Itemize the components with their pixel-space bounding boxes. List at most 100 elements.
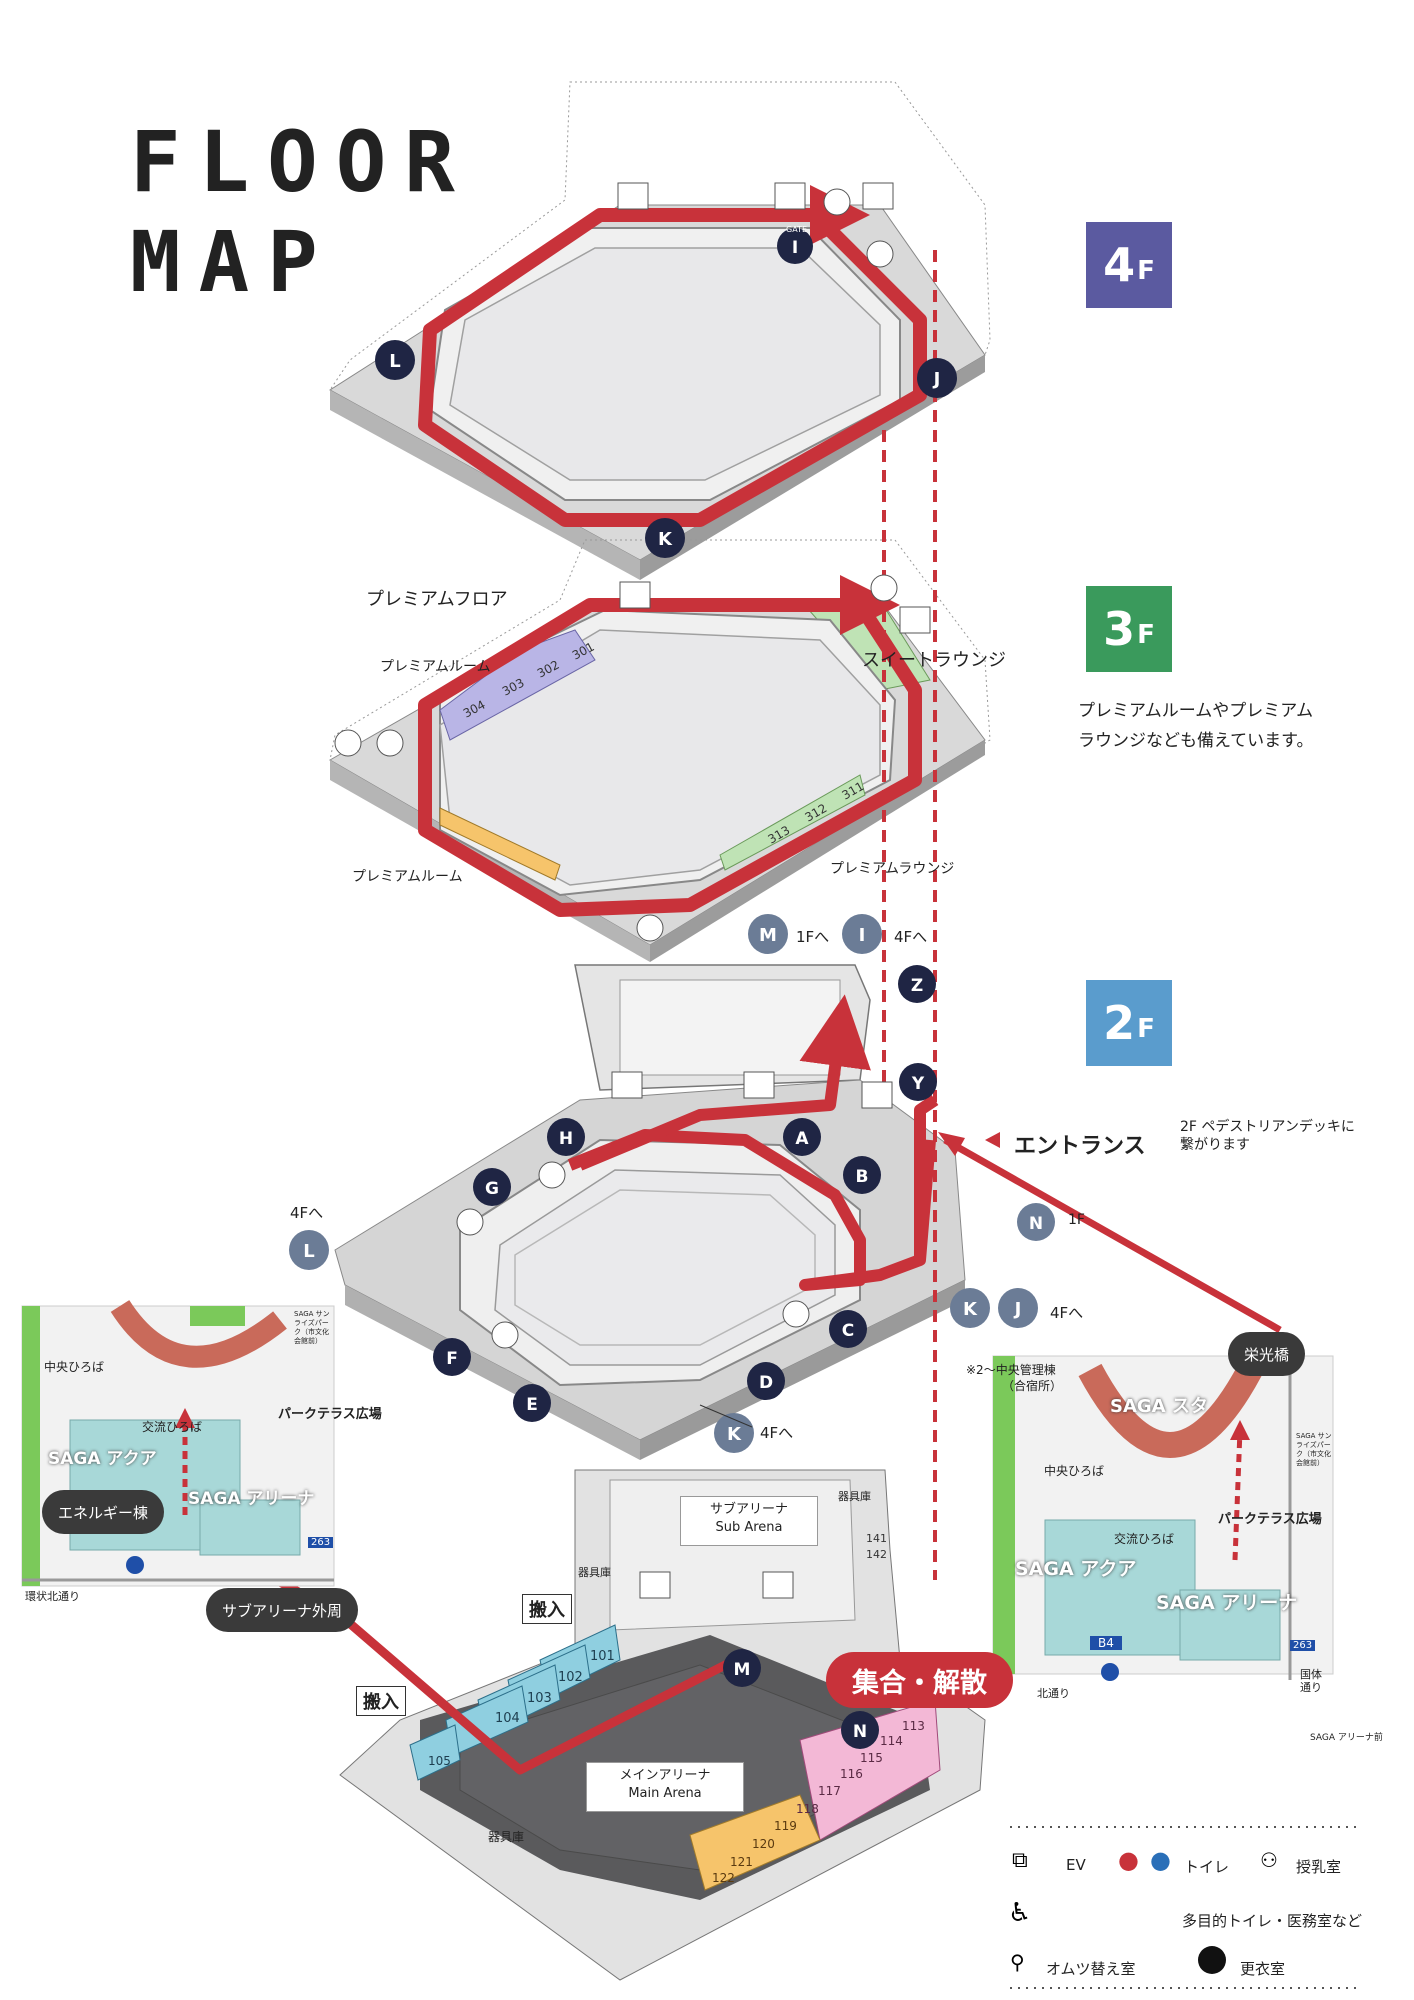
seat-101: 101 bbox=[590, 1649, 615, 1664]
changing-room-icon bbox=[1198, 1946, 1226, 1974]
nursing-icon: ⚇ bbox=[1260, 1848, 1278, 1872]
jump-gate-l[interactable]: L bbox=[289, 1230, 329, 1270]
gate-k-4f-letter: K bbox=[658, 529, 673, 550]
legend-multi-toilet: 多目的トイレ・医務室など bbox=[1182, 1912, 1363, 1930]
gate-d-letter: D bbox=[759, 1373, 773, 1393]
gate-n-2f[interactable]: N bbox=[1017, 1203, 1055, 1241]
label-storage-bottom: 器具庫 bbox=[488, 1830, 525, 1844]
label-n-1f: 1F bbox=[1068, 1212, 1085, 1228]
legend-ev: EV bbox=[1066, 1856, 1086, 1874]
jump-gate-m[interactable]: M bbox=[748, 914, 788, 954]
jump-gate-k-bottom[interactable]: K bbox=[714, 1413, 754, 1453]
floor-2f-plan bbox=[334, 964, 966, 1460]
gate-i-4f-letter: I bbox=[792, 238, 798, 258]
jump-gate-l-letter: L bbox=[303, 1241, 314, 1262]
gate-n-1f[interactable]: N bbox=[841, 1711, 879, 1749]
gate-a[interactable]: A bbox=[783, 1118, 821, 1156]
gate-c-letter: C bbox=[842, 1321, 854, 1341]
gate-d[interactable]: D bbox=[747, 1362, 785, 1400]
gate-z-letter: Z bbox=[911, 976, 923, 996]
seat-117: 117 bbox=[818, 1784, 841, 1798]
mml-saga-arena: SAGA アリーナ bbox=[188, 1489, 315, 1509]
gate-e[interactable]: E bbox=[513, 1384, 551, 1422]
seat-119: 119 bbox=[774, 1819, 797, 1833]
label-to-4f-top: 4Fへ bbox=[894, 928, 928, 946]
legend-nursing: 授乳室 bbox=[1296, 1858, 1342, 1876]
diaper-icon: ⚲ bbox=[1010, 1950, 1025, 1974]
label-entrance: エントランス bbox=[1014, 1134, 1146, 1159]
gate-f[interactable]: F bbox=[433, 1338, 471, 1376]
seat-121: 121 bbox=[730, 1855, 753, 1869]
toilet-male-icon: ● bbox=[1150, 1846, 1171, 1874]
mmr-road-1: 北通り bbox=[1037, 1687, 1070, 1700]
gate-c[interactable]: C bbox=[829, 1310, 867, 1348]
mml-exchange-square: 交流ひろば bbox=[142, 1420, 203, 1434]
mmr-sunrise-park: SAGA サンライズパーク（市文化会館前） bbox=[1296, 1432, 1332, 1467]
jump-gate-j-right[interactable]: J bbox=[998, 1288, 1038, 1328]
seat-105: 105 bbox=[428, 1754, 451, 1768]
main-arena-en: Main Arena bbox=[628, 1786, 702, 1801]
legend-diaper: オムツ替え室 bbox=[1046, 1960, 1136, 1978]
gate-e-letter: E bbox=[526, 1395, 538, 1415]
label-loading-1: 搬入 bbox=[522, 1594, 572, 1624]
legend-toilet: トイレ bbox=[1184, 1858, 1230, 1876]
gate-b[interactable]: B bbox=[843, 1156, 881, 1194]
gate-y-letter: Y bbox=[911, 1074, 925, 1094]
seat-103: 103 bbox=[527, 1691, 552, 1706]
sub-arena-jp: サブアリーナ bbox=[709, 1502, 788, 1517]
label-to-4f-right: 4Fへ bbox=[1050, 1304, 1084, 1322]
gate-l-4f-letter: L bbox=[389, 351, 400, 372]
rally-point-badge: 集合・解散 bbox=[826, 1652, 1013, 1708]
mml-park-terrace: パークテラス広場 bbox=[278, 1407, 382, 1422]
gate-z[interactable]: Z bbox=[898, 965, 936, 1003]
mmr-route-no: 263 bbox=[1290, 1640, 1316, 1651]
deck-note-line1: 2F ペデストリアンデッキに bbox=[1180, 1119, 1355, 1135]
mmr-exchange-square: 交流ひろば bbox=[1114, 1532, 1175, 1546]
gate-y[interactable]: Y bbox=[899, 1063, 937, 1101]
jump-gate-k-right-letter: K bbox=[963, 1299, 978, 1320]
label-loading-2: 搬入 bbox=[356, 1686, 406, 1716]
floor-badge-2f-suffix: F bbox=[1137, 1014, 1155, 1044]
jump-gate-i[interactable]: I bbox=[842, 914, 882, 954]
pill-sub-arena-route: サブアリーナ外周 bbox=[206, 1588, 359, 1632]
label-suite-lounge: スイートラウンジ bbox=[862, 650, 1006, 671]
gate-k-4f[interactable]: K bbox=[645, 518, 685, 558]
deck-note-line2: 繋がります bbox=[1180, 1137, 1250, 1153]
jump-gate-k-bottom-letter: K bbox=[727, 1424, 742, 1445]
title-line-floor: FLOOR bbox=[130, 113, 473, 211]
seat-141: 141 bbox=[866, 1532, 887, 1545]
floor-badge-4f-number: 4 bbox=[1103, 238, 1136, 292]
label-premium-room-top: プレミアムルーム bbox=[380, 659, 491, 675]
gate-n-1f-letter: N bbox=[853, 1722, 867, 1742]
seat-115: 115 bbox=[860, 1751, 883, 1765]
mmr-arena-front: SAGA アリーナ前 bbox=[1310, 1733, 1383, 1743]
jump-gate-k-right[interactable]: K bbox=[950, 1288, 990, 1328]
mmr-saga-aqua: SAGA アクア bbox=[1015, 1558, 1137, 1580]
label-premium-floor: プレミアムフロア bbox=[366, 589, 508, 610]
ev-icon: ⧉ bbox=[1012, 1848, 1028, 1873]
toilet-female-icon: ● bbox=[1118, 1846, 1139, 1874]
mini-map-left bbox=[21, 1299, 335, 1587]
seat-114: 114 bbox=[880, 1734, 903, 1748]
jump-gate-m-letter: M bbox=[759, 925, 777, 946]
label-to-4f-bottom: 4Fへ bbox=[760, 1424, 794, 1442]
mmr-road-2: 国体通り bbox=[1300, 1668, 1322, 1694]
accessible-icon: ♿ bbox=[1008, 1898, 1032, 1928]
gate-i-4f[interactable]: I bbox=[777, 228, 813, 264]
gate-l-4f[interactable]: L bbox=[375, 340, 415, 380]
mml-road: 環状北通り bbox=[25, 1590, 80, 1603]
sub-arena-box: サブアリーナ Sub Arena bbox=[680, 1496, 818, 1546]
gate-m-1f[interactable]: M bbox=[723, 1649, 761, 1687]
deck-note: 2F ペデストリアンデッキに 繋がります bbox=[1180, 1118, 1355, 1154]
gate-g-letter: G bbox=[485, 1179, 499, 1199]
gate-j-4f[interactable]: J bbox=[917, 358, 957, 398]
floor-4f-plan bbox=[329, 81, 991, 580]
gate-g[interactable]: G bbox=[473, 1168, 511, 1206]
gate-h[interactable]: H bbox=[547, 1118, 585, 1156]
seat-118: 118 bbox=[796, 1802, 819, 1816]
toilet-icon bbox=[334, 188, 898, 1349]
gate-b-letter: B bbox=[856, 1167, 869, 1187]
